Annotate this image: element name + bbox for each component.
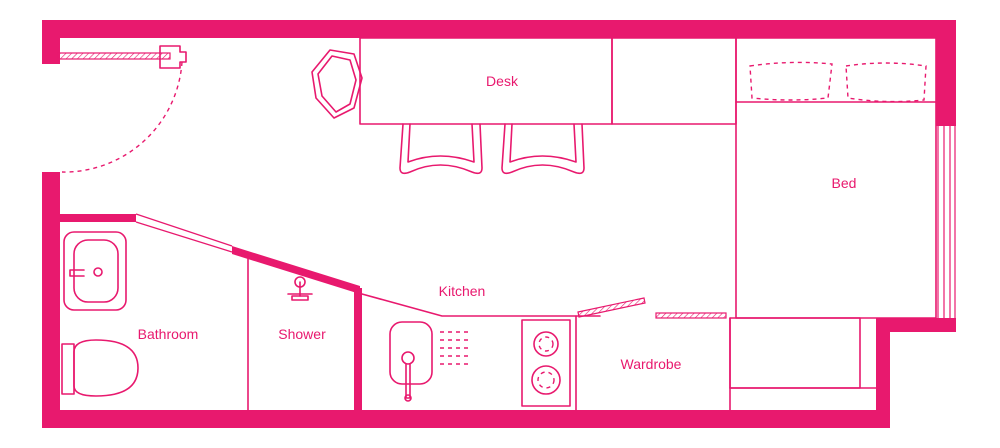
label-bed: Bed [832, 175, 857, 191]
kitchen-counter [361, 293, 601, 411]
desk-chair-2 [501, 123, 585, 175]
label-wardrobe: Wardrobe [621, 356, 682, 372]
desk-unit [359, 37, 737, 125]
shower-head [287, 276, 313, 301]
entrance-door [57, 45, 187, 173]
bathroom-partition [58, 213, 362, 412]
armchair [311, 49, 363, 119]
desk-chair-1 [399, 123, 483, 175]
label-desk: Desk [486, 73, 519, 89]
label-bathroom: Bathroom [138, 326, 199, 342]
kitchen-door [577, 297, 646, 318]
label-kitchen: Kitchen [439, 283, 486, 299]
wardrobe [655, 312, 877, 411]
label-shower: Shower [278, 326, 326, 342]
outer-walls [42, 20, 956, 428]
kitchen-sink [389, 321, 472, 402]
bathroom-sink [63, 231, 127, 311]
hob [521, 319, 571, 407]
toilet [61, 339, 139, 397]
window [937, 126, 956, 318]
